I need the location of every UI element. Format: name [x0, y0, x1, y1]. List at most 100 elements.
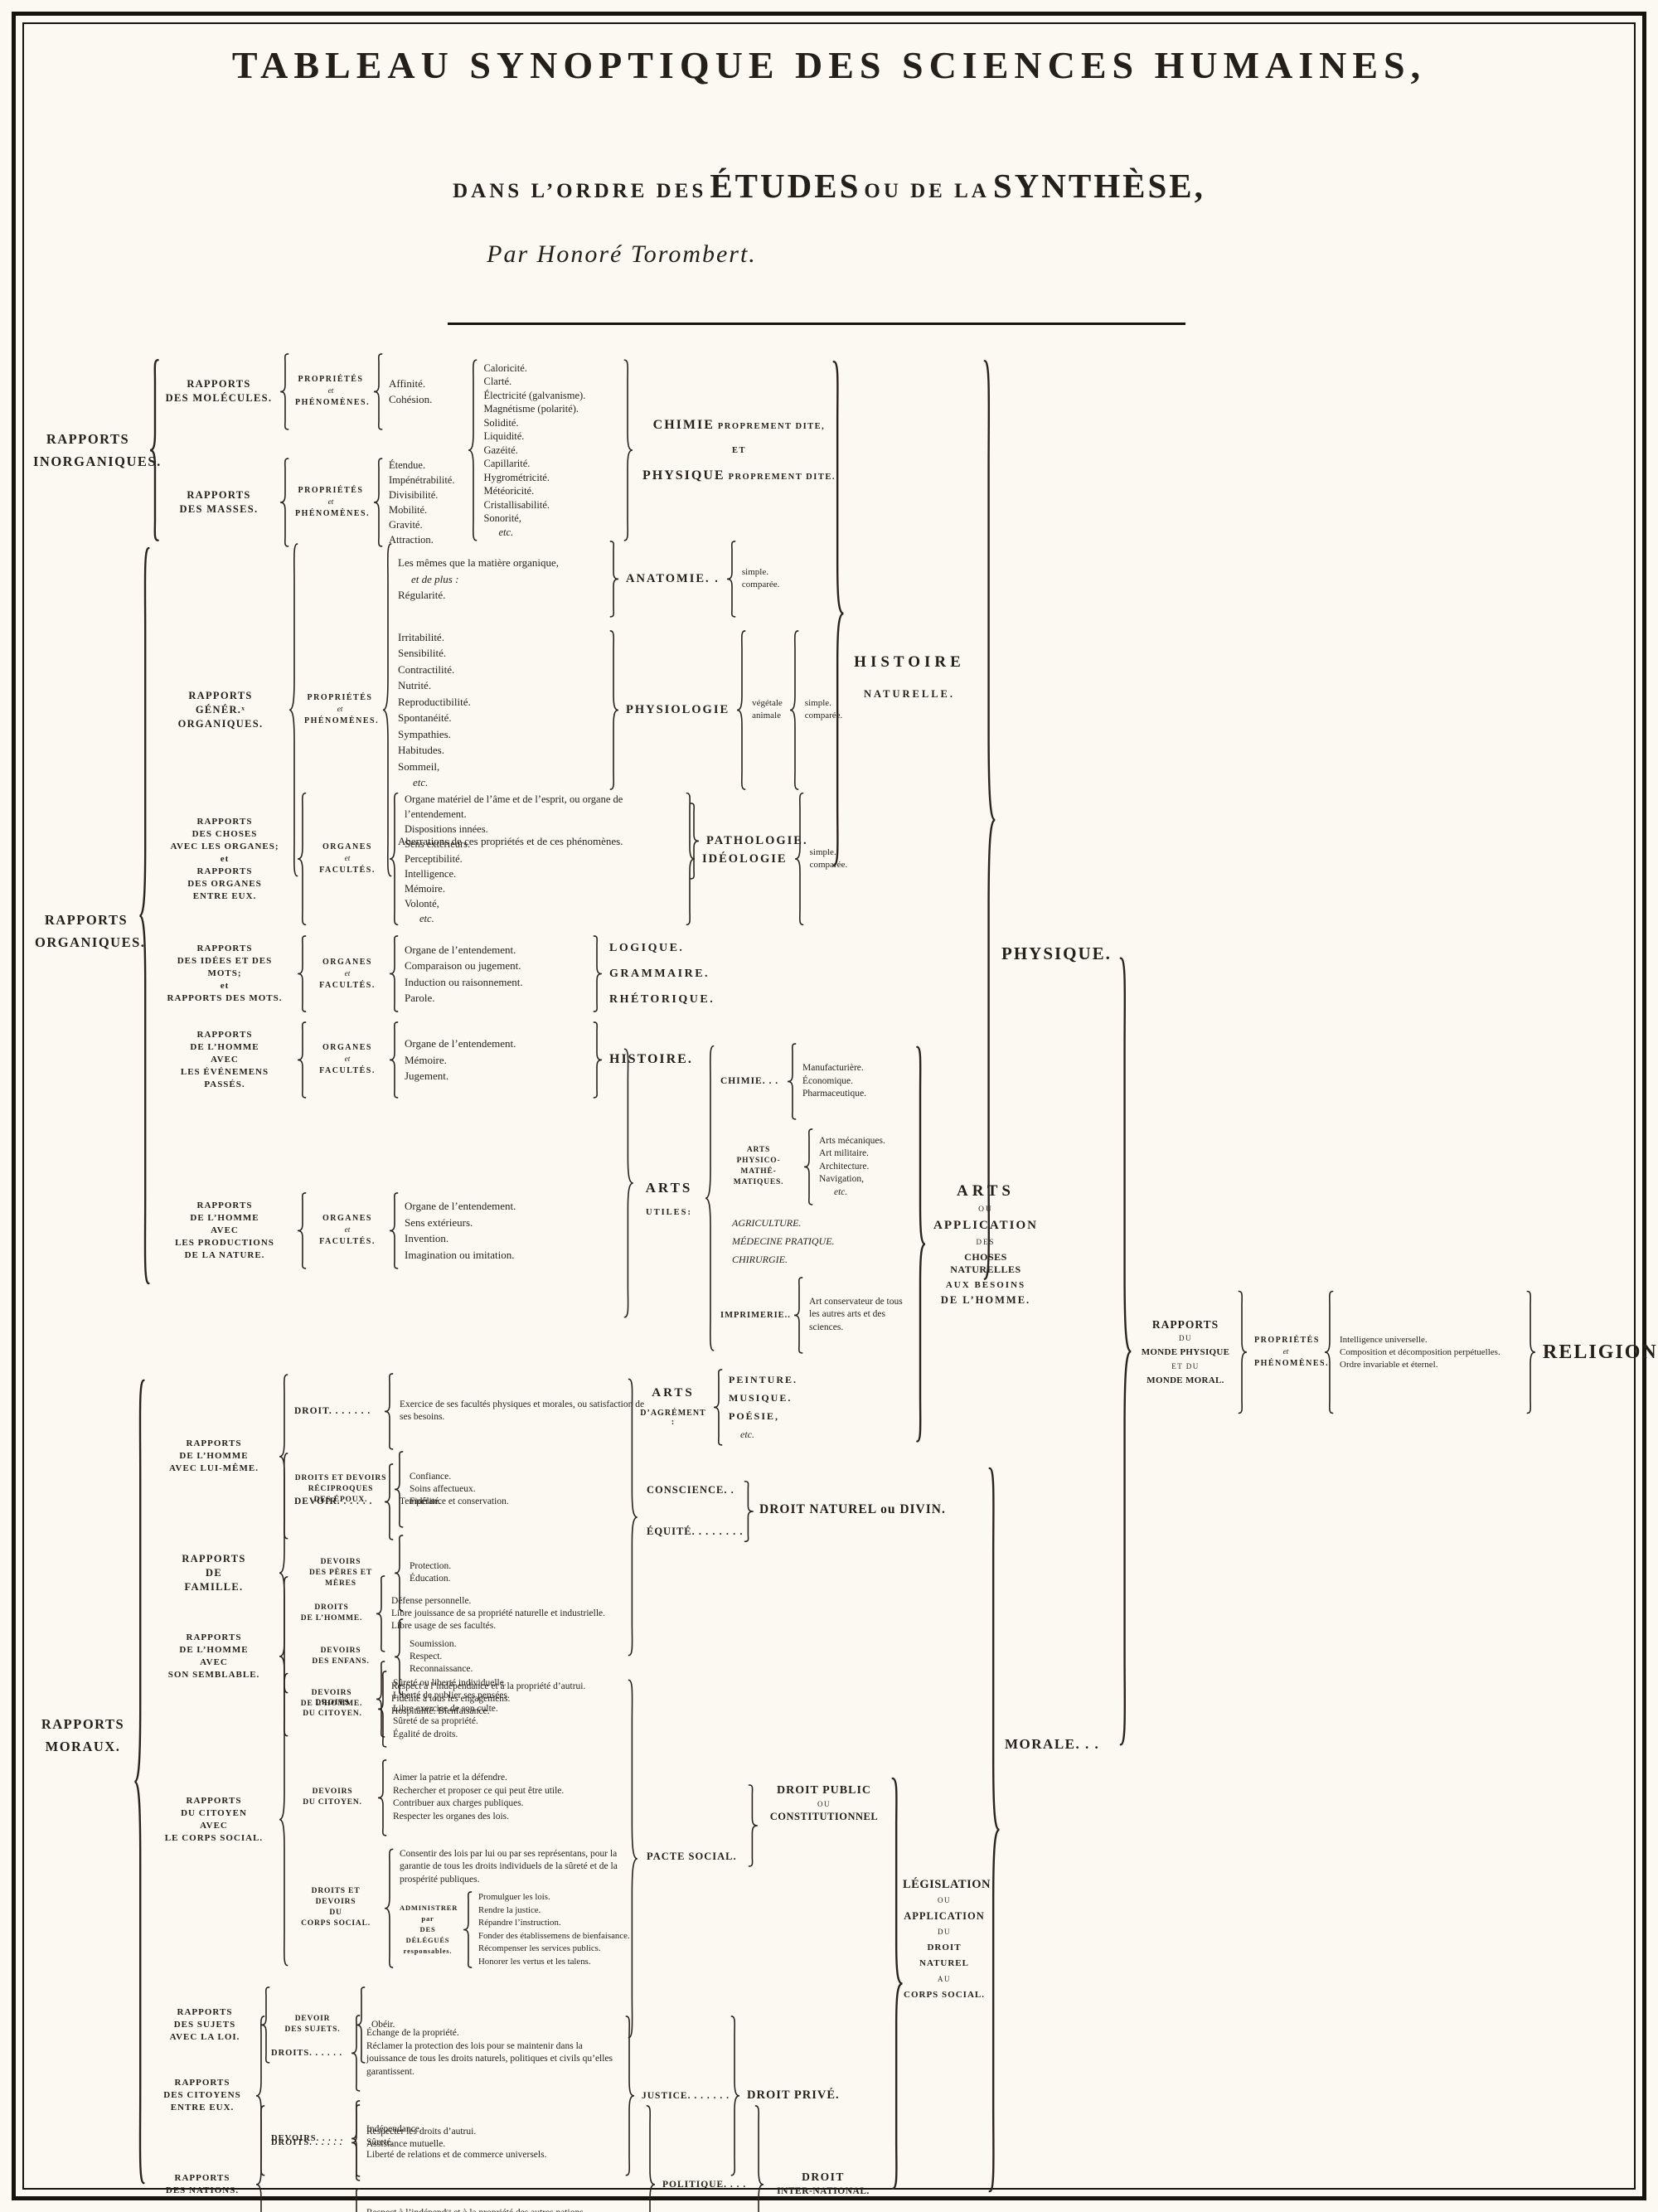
list-item: Invention. [405, 1232, 449, 1245]
brace-icon [725, 541, 736, 618]
list-item: DES [976, 1237, 996, 1246]
list-item: et [344, 969, 351, 978]
list-item: Organe matériel de l’âme et de l’esprit,… [405, 793, 623, 820]
list-item: Affinité. [389, 376, 426, 390]
brace-icon [646, 2104, 657, 2212]
brace-icon [609, 541, 620, 618]
list-item: DU [329, 1909, 342, 1918]
nations-children: DROITS. . . . . . Indépendance.Sûreté.Li… [271, 2104, 640, 2212]
list-item: et [220, 981, 230, 991]
brace-icon [388, 1192, 399, 1269]
list-item: DES MOLÉCULES. [165, 392, 273, 404]
list-item: ORGANES [322, 842, 372, 851]
devoirs-items: Respect à l’indépendᶜᵉ et à la propriété… [366, 2207, 640, 2212]
list-item: CHIRURGIE. [732, 1253, 788, 1265]
brace-icon [376, 1671, 387, 1748]
list-item: Sens extérieurs. [405, 1215, 473, 1229]
devoirs-label: DEVOIRS. . . . . [271, 2133, 344, 2143]
list-item: Volonté, [405, 898, 439, 910]
list-item: DU CITOYEN. [303, 1710, 362, 1719]
list-item: PHÉNOMÈNES. [1254, 1359, 1330, 1368]
list-item: OU [938, 1896, 951, 1904]
brace-icon [712, 1369, 723, 1446]
brace-icon [288, 541, 298, 880]
list-item: GÉNÉR.ˣ ORGANIQUES. [177, 703, 264, 730]
list-item: RAPPORTS [41, 1716, 125, 1732]
header-rule [448, 323, 1185, 325]
list-item: Arts mécaniques. [819, 1135, 885, 1146]
list-item: Pharmaceutique. [802, 1089, 866, 1099]
subtitle-synthese: SYNTHÈSE, [992, 167, 1205, 205]
brace-icon [372, 458, 383, 547]
arts-physmath-items: Arts mécaniques.Art militaire.Architectu… [819, 1135, 885, 1200]
brace-icon [388, 1021, 399, 1099]
physique-label: PHYSIQUE. [1001, 943, 1112, 963]
list-item: DES ORGANES [187, 878, 262, 889]
list-item: RAPPORTS [174, 2172, 230, 2183]
equite-label: ÉQUITÉ. . . . . . . . [647, 1526, 744, 1537]
droit-row: DROIT. . . . . . . Exercice de ses facul… [294, 1373, 648, 1450]
list-item: RÉCIPROQUES [308, 1484, 374, 1493]
droits-nations-row: DROITS. . . . . . Indépendance.Sûreté.Li… [271, 2104, 640, 2181]
list-item: RAPPORTS [196, 1200, 253, 1210]
list-item: DES CITOYENS [163, 2090, 241, 2101]
list-item: Récompenser les services publics. [478, 1943, 601, 1954]
list-item: Jugement. [405, 1070, 449, 1083]
brace-icon [628, 1376, 639, 1658]
list-item: FACULTÉS. [319, 980, 376, 990]
droits-label: DROITS. . . . . . [271, 2137, 343, 2147]
brace-icon [628, 1676, 639, 2041]
brace-icon [593, 1021, 604, 1099]
list-item: PHÉNOMÈNES. [295, 509, 371, 519]
list-item: Nutrité. [398, 679, 432, 692]
brace-icon [393, 1451, 404, 1528]
list-item: DROITS ET DEVOIRS [294, 1473, 387, 1482]
list-item: POÉSIE, [729, 1409, 780, 1422]
brace-icon [375, 1661, 385, 1738]
list-item: Attraction. [389, 534, 434, 546]
list-item: ARTS [746, 1146, 771, 1155]
brace-icon [296, 792, 307, 926]
lui-meme-children: DROIT. . . . . . . Exercice de ses facul… [294, 1373, 648, 1540]
list-item: CHOSES NATURELLES [950, 1250, 1021, 1275]
section-arts: ARTS UTILES: CHIMIE. . . Manufacturière.… [640, 1043, 1039, 1445]
list-item: AVEC LUI-MÊME. [169, 1463, 259, 1474]
list-item: Navigation, [819, 1174, 864, 1185]
brace-icon [786, 1043, 797, 1120]
droit-prive-label: DROIT PRIVÉ. [747, 2088, 840, 2103]
list-item: Répandre l’instruction. [478, 1918, 561, 1928]
chimie-line: CHIMIE PROPREMENT DITE, [640, 418, 837, 433]
brace-icon [793, 792, 804, 926]
droit-label: DROIT. . . . . . . [294, 1406, 371, 1417]
brace-icon [375, 1575, 385, 1652]
enfans-items: Soumission.Respect.Reconnaissance. [410, 1638, 473, 1676]
naturelle-word: NATURELLE. [864, 688, 955, 700]
cluster-c-item: Aberrations de ces propriétés et de ces … [398, 834, 623, 847]
list-item: DES MASSES. [179, 503, 259, 516]
list-item: Respecter les organes des lois. [393, 1811, 509, 1822]
list-item: et [327, 498, 334, 507]
author-byline: Par Honoré Torombert. [487, 240, 757, 268]
list-item: ORGANES [322, 957, 372, 967]
list-item: Reproductibilité. [398, 695, 471, 708]
list-item: ORGANES [322, 1214, 372, 1224]
arts-utiles-row: ARTS UTILES: CHIMIE. . . Manufacturière.… [640, 1043, 907, 1354]
list-item: CORPS SOCIAL. [904, 1990, 985, 2000]
